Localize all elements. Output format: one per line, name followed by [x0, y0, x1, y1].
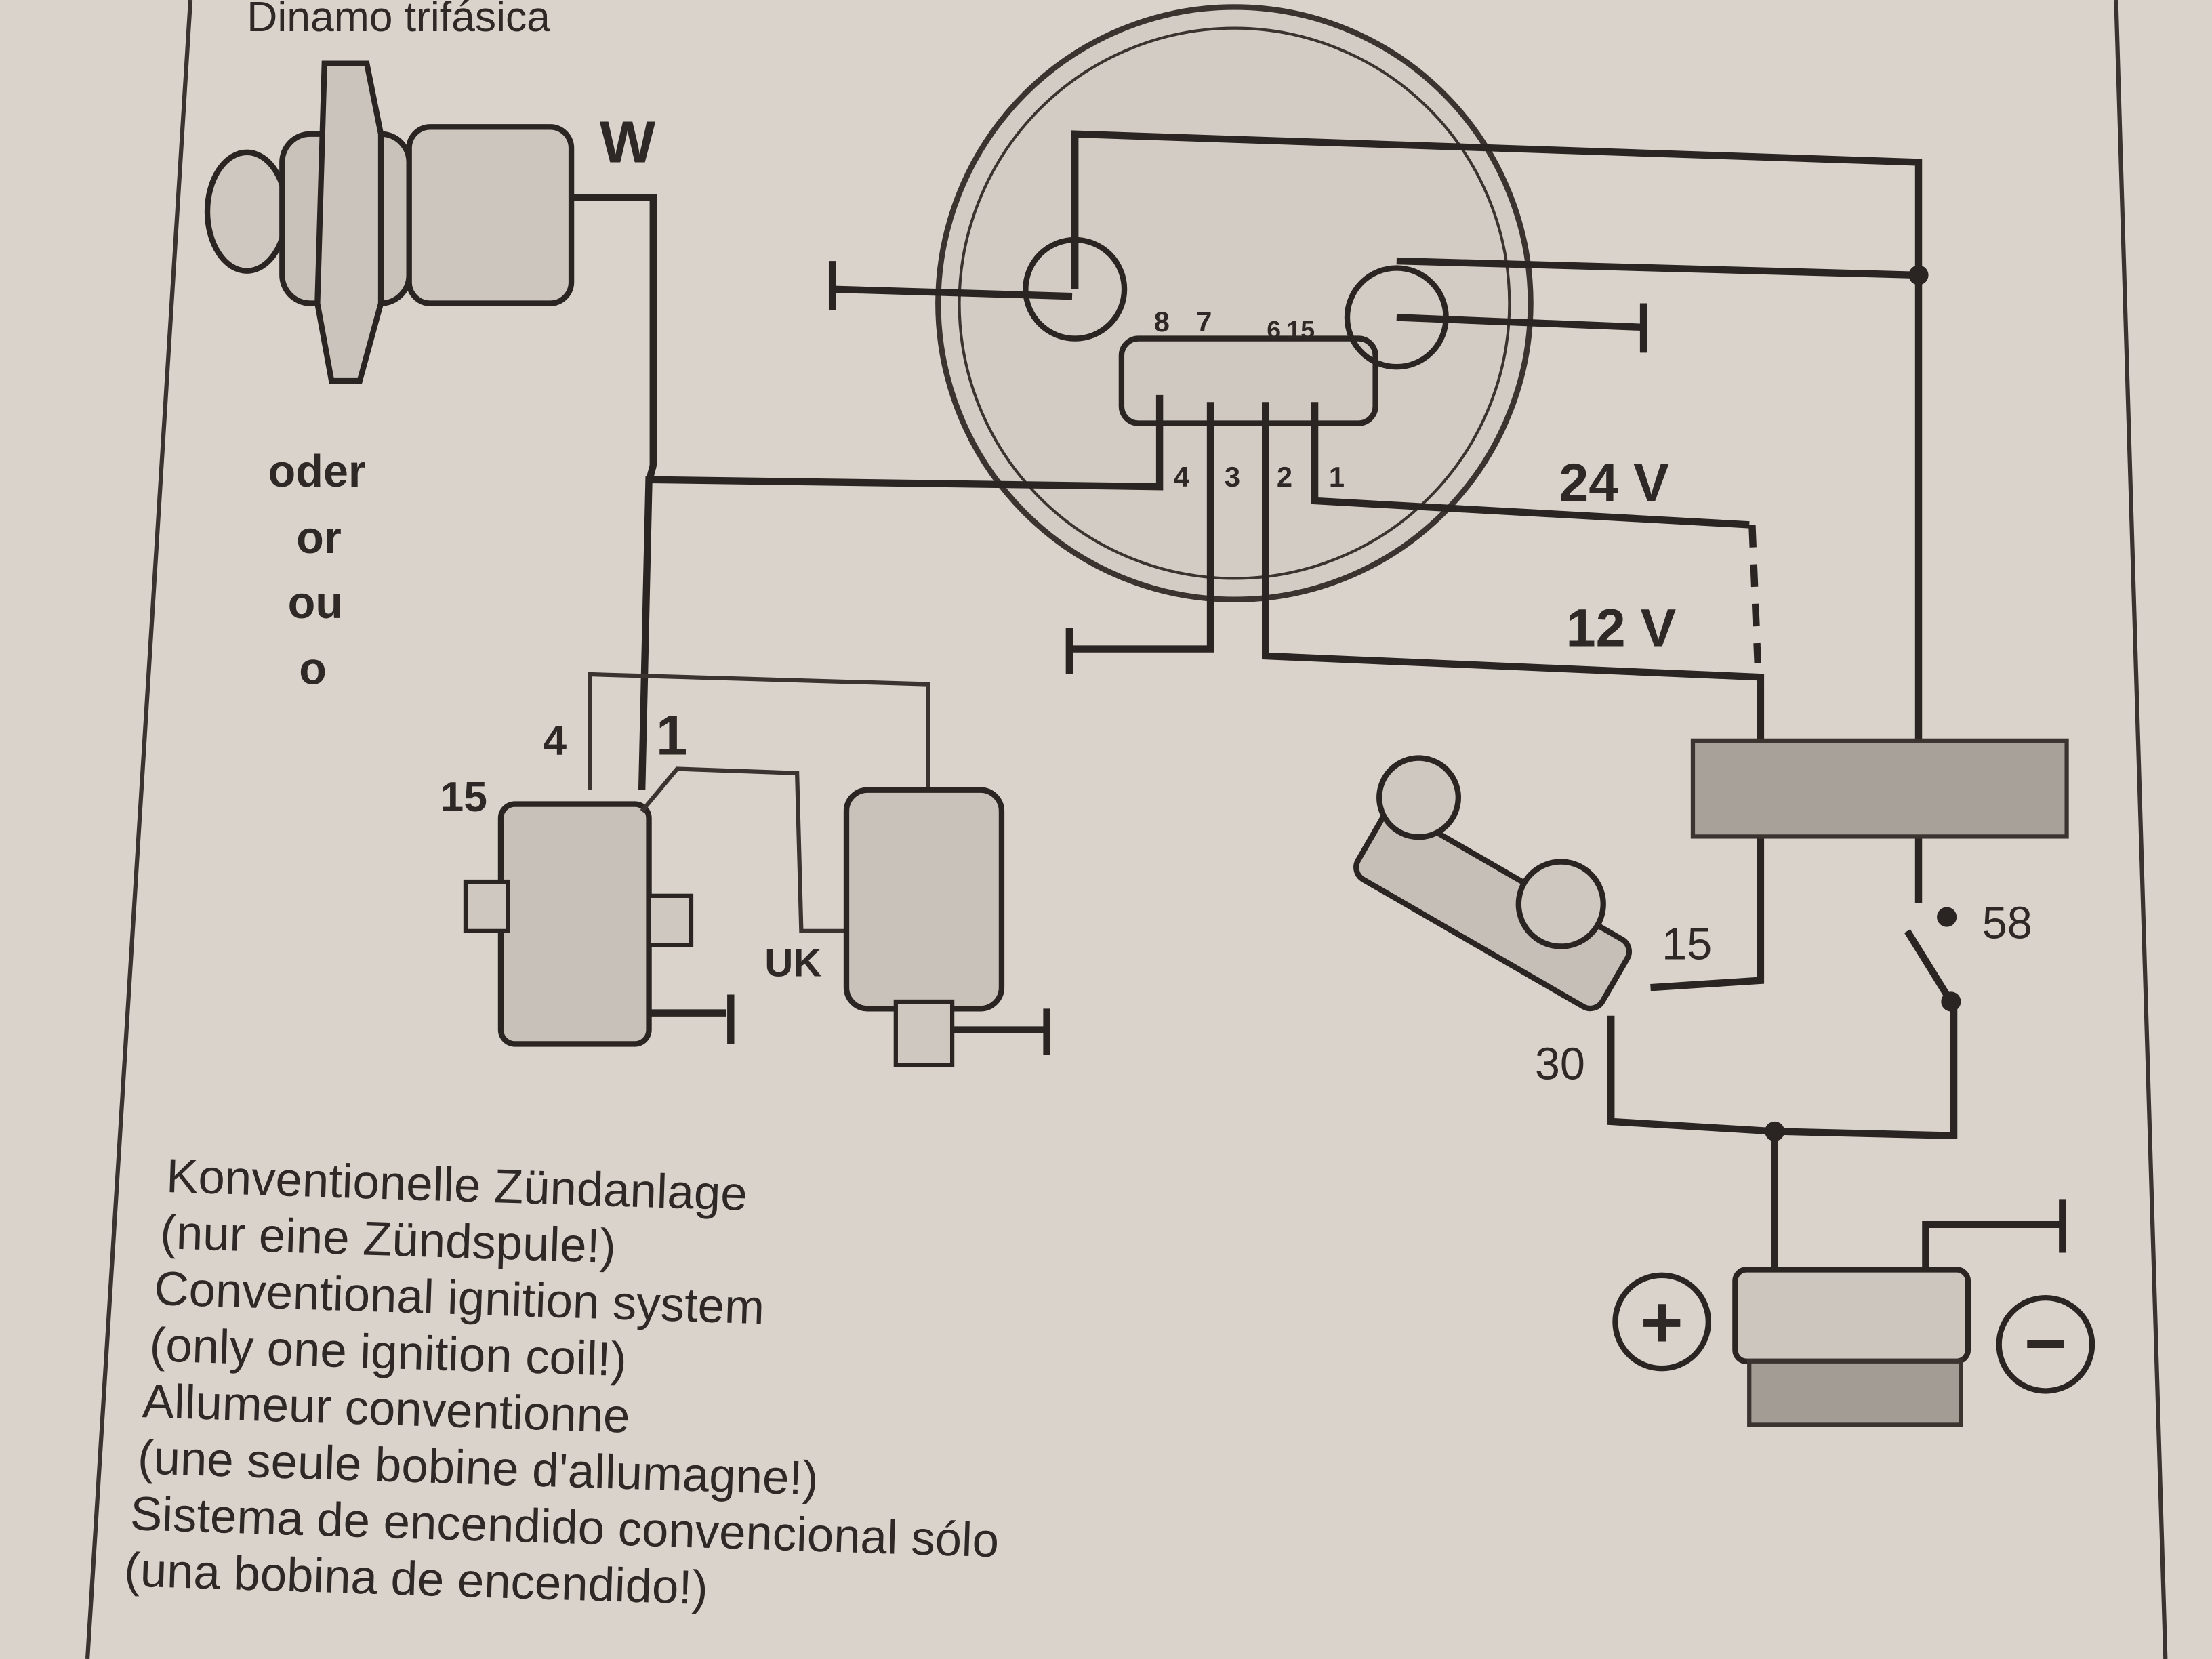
fuse-box: [1690, 738, 2069, 839]
page-border-left: [85, 0, 193, 1659]
alt-or: or: [296, 513, 342, 563]
pin-1: 1: [1329, 461, 1345, 493]
pin-8: 8: [1154, 306, 1170, 337]
alternator-terminal-w: W: [600, 108, 656, 175]
battery-minus: −: [2024, 1302, 2067, 1384]
pin-3: 3: [1225, 461, 1240, 493]
alternator-icon: [204, 60, 575, 384]
battery-icon: [1732, 1267, 1971, 1427]
switch-terminal-15: 15: [1662, 920, 1712, 970]
page-border-right: [2114, 0, 2168, 1659]
alt-ou: ou: [288, 578, 343, 628]
switch-terminal-30: 30: [1535, 1039, 1585, 1089]
distributor-terminal-uk: UK: [764, 941, 821, 985]
ignition-switch-icon: [1353, 755, 1632, 1012]
alt-oder: oder: [268, 447, 366, 497]
pin-15: 15: [1286, 316, 1315, 344]
pin-2: 2: [1277, 461, 1292, 493]
voltage-24v: 24 V: [1559, 452, 1669, 512]
light-switch-terminal-58: 58: [1982, 898, 2032, 948]
pin-6: 6: [1267, 316, 1281, 344]
pin-4: 4: [1174, 461, 1189, 493]
coil-terminal-4: 4: [543, 717, 567, 764]
coil-terminal-1: 1: [656, 704, 687, 767]
alt-o: o: [299, 644, 327, 695]
battery-plus: +: [1641, 1281, 1683, 1363]
ignition-coil-icon: [463, 801, 694, 1047]
coil-terminal-15: 15: [440, 773, 487, 821]
distributor-icon: [843, 787, 1005, 1067]
voltage-12v: 12 V: [1566, 597, 1677, 657]
pin-7: 7: [1196, 306, 1212, 337]
diagram-title: Dinamo trifásica: [247, 0, 550, 41]
